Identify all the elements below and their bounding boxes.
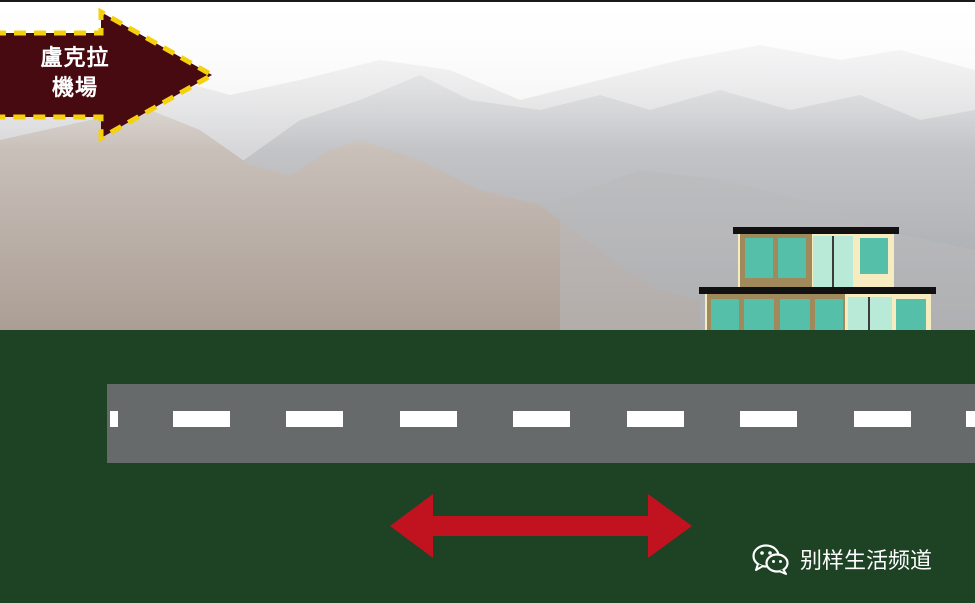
channel-watermark: 别样生活频道 bbox=[752, 540, 932, 578]
building bbox=[699, 227, 936, 330]
runway-centerline bbox=[110, 411, 975, 427]
runway-dash bbox=[627, 411, 684, 427]
runway-dash bbox=[854, 411, 911, 427]
airport-sign-arrow bbox=[0, 7, 218, 143]
runway-dash bbox=[740, 411, 797, 427]
runway-dash bbox=[110, 411, 118, 427]
runway-dash bbox=[173, 411, 230, 427]
runway-dash bbox=[400, 411, 457, 427]
frame-top-edge bbox=[0, 0, 975, 2]
sign-line-1: 盧克拉 bbox=[40, 46, 110, 71]
grass-field bbox=[0, 330, 975, 603]
near-mountains bbox=[0, 110, 700, 335]
double-arrow-icon bbox=[390, 494, 692, 558]
runway-dash bbox=[513, 411, 570, 427]
wechat-icon bbox=[752, 544, 789, 575]
runway-dash bbox=[966, 411, 975, 427]
airport-sign-label: 盧克拉 機場 bbox=[6, 44, 144, 104]
sign-line-2: 機場 bbox=[51, 76, 98, 101]
watermark-text: 别样生活频道 bbox=[800, 549, 933, 574]
runway-dash bbox=[286, 411, 343, 427]
